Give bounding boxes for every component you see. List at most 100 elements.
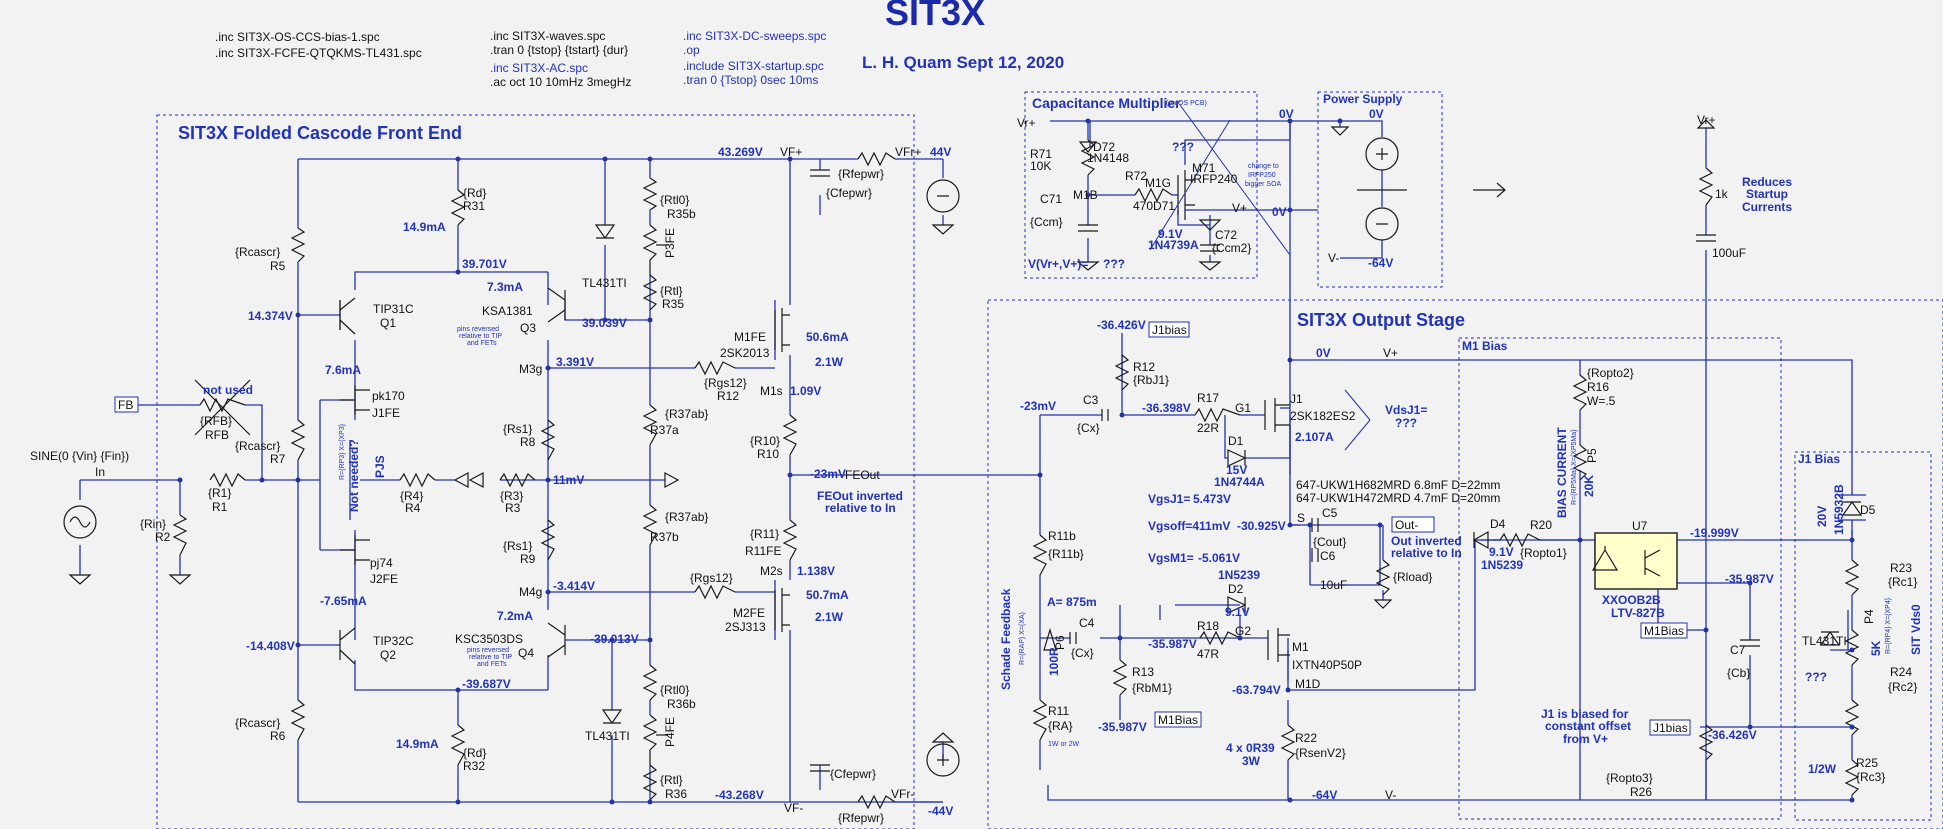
label-m2s[interactable]: M2s [760, 564, 783, 578]
directive-2[interactable]: .inc SIT3X-FCFE-QTQKMS-TL431.spc [215, 46, 422, 60]
label-rs1-top[interactable]: {Rs1} [503, 422, 532, 436]
label-r11-val[interactable]: {R11} [750, 527, 779, 541]
label-r2[interactable]: R2 [155, 530, 171, 544]
label-rd-bot[interactable]: {Rd} [463, 746, 486, 760]
label-r4-val[interactable]: {R4} [400, 489, 423, 503]
label-ccm2[interactable]: {Ccm2} [1212, 241, 1251, 255]
label-r1[interactable]: R1 [212, 500, 228, 514]
label-r11fe[interactable]: R11FE [745, 544, 781, 558]
label-d4[interactable]: D4 [1490, 517, 1506, 531]
label-c3[interactable]: C3 [1083, 393, 1099, 407]
label-d71-type[interactable]: 1N4739A [1148, 238, 1199, 252]
label-j1fe[interactable]: J1FE [372, 406, 400, 420]
label-rfepwr-bot[interactable]: {Rfepwr} [838, 811, 884, 825]
label-r23[interactable]: R23 [1890, 561, 1912, 575]
label-u7-part[interactable]: XXOOB2B [1602, 593, 1661, 607]
label-r9[interactable]: R9 [520, 552, 536, 566]
label-rd-top[interactable]: {Rd} [463, 186, 486, 200]
label-rcascr-bot[interactable]: {Rcascr} [235, 716, 280, 730]
label-r72-val[interactable]: 470 [1133, 199, 1153, 213]
label-c5[interactable]: C5 [1322, 506, 1338, 520]
label-rsenv2[interactable]: {RsenV2} [1295, 746, 1346, 760]
directive-1[interactable]: .inc SIT3X-OS-CCS-bias-1.spc [215, 30, 380, 44]
label-r13[interactable]: R13 [1132, 665, 1154, 679]
label-rs1-bot[interactable]: {Rs1} [503, 539, 532, 553]
label-j1[interactable]: J1 [1290, 392, 1303, 406]
label-rcascr-mid[interactable]: {Rcascr} [235, 439, 280, 453]
label-rfepwr-top[interactable]: {Rfepwr} [838, 167, 884, 181]
label-ra[interactable]: {RA} [1048, 719, 1073, 733]
directive-5[interactable]: .inc SIT3X-AC.spc [490, 61, 588, 75]
label-r32[interactable]: R32 [463, 759, 485, 773]
label-rbj1[interactable]: {RbJ1} [1133, 373, 1169, 387]
label-cx-b[interactable]: {Cx} [1071, 646, 1094, 660]
label-r36b[interactable]: R36b [667, 697, 696, 711]
label-j1-type[interactable]: 2SK182ES2 [1290, 409, 1356, 423]
label-u7[interactable]: U7 [1632, 519, 1648, 533]
label-k20[interactable]: 20K [1582, 475, 1596, 497]
label-d5[interactable]: D5 [1860, 503, 1876, 517]
label-g1[interactable]: G1 [1235, 401, 1251, 415]
label-u7-type[interactable]: LTV-827B [1611, 606, 1665, 620]
label-r20[interactable]: R20 [1530, 518, 1552, 532]
directive-10[interactable]: .tran 0 {Tstop} 0sec 10ms [683, 73, 818, 87]
label-j2fe[interactable]: J2FE [370, 572, 398, 586]
label-d72-type[interactable]: 1N4148 [1087, 151, 1129, 165]
label-r37ab-b[interactable]: {R37ab} [665, 510, 708, 524]
label-g2[interactable]: G2 [1235, 624, 1251, 638]
label-r35[interactable]: R35 [662, 297, 684, 311]
label-s[interactable]: S [1297, 511, 1305, 525]
label-r36[interactable]: R36 [665, 787, 687, 801]
label-vfplus-a[interactable]: VF+ [780, 145, 802, 159]
label-ccm[interactable]: {Ccm} [1030, 215, 1063, 229]
label-d2[interactable]: D2 [1228, 582, 1244, 596]
label-r71-val[interactable]: 10K [1030, 159, 1051, 173]
directive-9[interactable]: .include SIT3X-startup.spc [683, 59, 824, 73]
label-d1-type[interactable]: 1N4744A [1214, 475, 1265, 489]
label-c6[interactable]: C6 [1320, 549, 1336, 563]
label-tl431-top[interactable]: TL431TI [582, 276, 627, 290]
label-rin-val[interactable]: {Rin} [140, 517, 166, 531]
directive-8[interactable]: .op [683, 43, 700, 57]
label-r6[interactable]: R6 [270, 729, 286, 743]
label-r18[interactable]: R18 [1197, 619, 1219, 633]
directive-6[interactable]: .ac oct 10 10mHz 3megHz [490, 75, 631, 89]
label-c4[interactable]: C4 [1079, 616, 1095, 630]
label-d2-type[interactable]: 1N5239 [1218, 568, 1260, 582]
label-q3[interactable]: Q3 [520, 321, 536, 335]
label-cfepwr-top[interactable]: {Cfepwr} [826, 186, 872, 200]
label-q4-type[interactable]: KSC3503DS [455, 632, 523, 646]
label-r1-val[interactable]: {R1} [208, 486, 231, 500]
label-r37b[interactable]: R37b [650, 530, 679, 544]
label-vplus[interactable]: V+ [1232, 201, 1247, 215]
label-r25[interactable]: R25 [1856, 756, 1878, 770]
label-rcascr-top[interactable]: {Rcascr} [235, 245, 280, 259]
label-r22[interactable]: R22 [1295, 731, 1317, 745]
label-rfb-val[interactable]: {RFB} [200, 414, 232, 428]
label-rgs12-a[interactable]: {Rgs12} [704, 376, 747, 390]
directive-4[interactable]: .tran 0 {tstop} {tstart} {dur} [490, 43, 628, 57]
out-flag[interactable]: Out- [1395, 518, 1418, 532]
label-d72[interactable]: D72 [1093, 140, 1115, 154]
label-q2-type[interactable]: TIP32C [373, 634, 414, 648]
label-c71[interactable]: C71 [1040, 192, 1062, 206]
label-rc1[interactable]: {Rc1} [1888, 575, 1917, 589]
label-r17[interactable]: R17 [1197, 391, 1219, 405]
label-ropto1[interactable]: {Ropto1} [1520, 546, 1567, 560]
label-c7[interactable]: C7 [1730, 643, 1746, 657]
j1bias-flag[interactable]: J1bias [1152, 323, 1187, 337]
label-j2fe-type[interactable]: pj74 [370, 556, 393, 570]
label-vr[interactable]: Vr+ [1697, 113, 1716, 127]
label-m1-type[interactable]: IXTN40P50P [1292, 658, 1362, 672]
label-m1s[interactable]: M1s [760, 384, 783, 398]
label-m3g[interactable]: M3g [519, 362, 542, 376]
label-d71[interactable]: D71 [1153, 199, 1175, 213]
label-ropto2[interactable]: {Ropto2} [1587, 366, 1634, 380]
label-m4g[interactable]: M4g [519, 585, 542, 599]
label-q1-type[interactable]: TIP31C [373, 302, 414, 316]
label-rbm1[interactable]: {RbM1} [1132, 681, 1172, 695]
label-d1[interactable]: D1 [1228, 434, 1244, 448]
label-c72[interactable]: C72 [1215, 228, 1237, 242]
label-rgs12-b[interactable]: {Rgs12} [690, 571, 733, 585]
